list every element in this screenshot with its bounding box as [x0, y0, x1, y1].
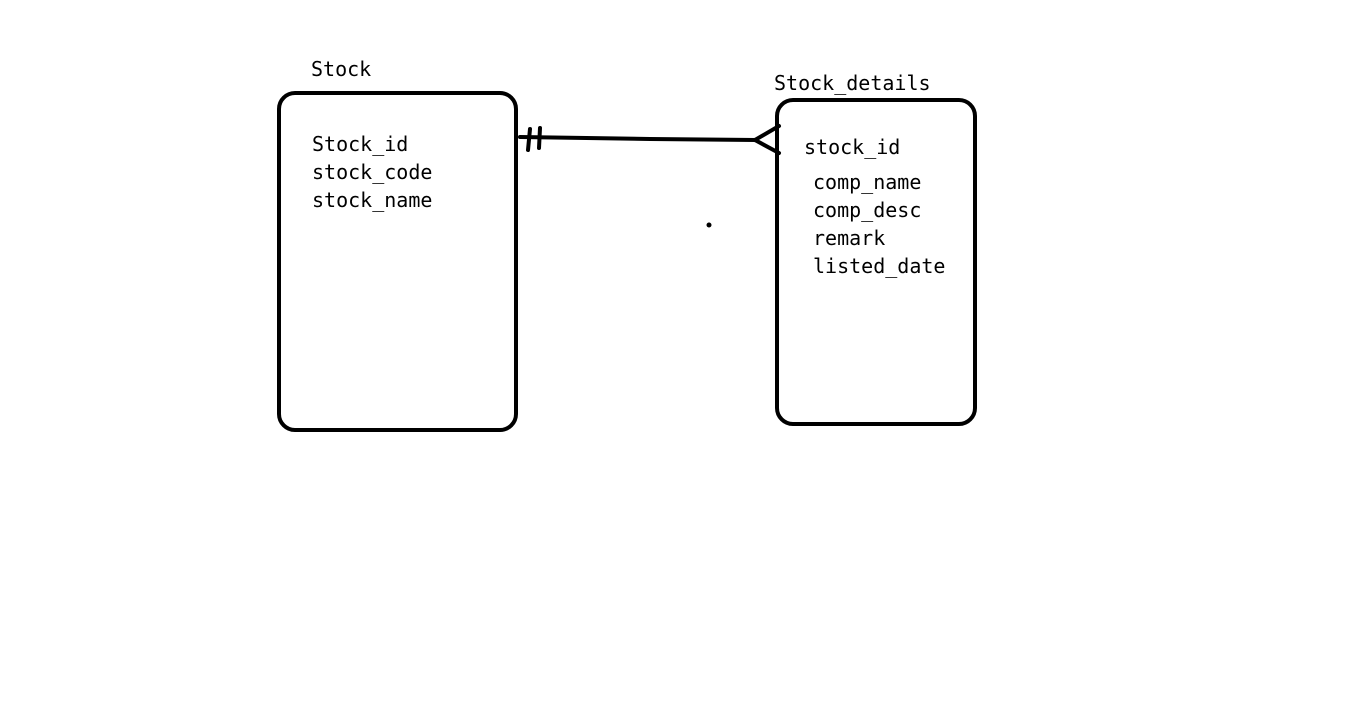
- crows-foot-lower: [753, 138, 781, 155]
- attribute-remark: remark: [813, 226, 886, 250]
- attribute-comp-desc: comp_desc: [813, 198, 922, 222]
- relationship-line: [518, 135, 758, 142]
- attribute-stock-name: stock_name: [312, 188, 433, 212]
- attribute-stock-id: Stock_id: [312, 132, 409, 156]
- stray-dot: [706, 222, 712, 228]
- entity-title-stock-details: Stock_details: [774, 71, 931, 95]
- attribute-comp-name: comp_name: [813, 170, 922, 194]
- one-mandatory-bar-1: [526, 127, 532, 152]
- attribute-details-stock-id: stock_id: [804, 135, 901, 159]
- entity-box-stock-details: [775, 98, 977, 426]
- attribute-listed-date: listed_date: [813, 254, 946, 278]
- crows-foot-upper: [753, 124, 781, 142]
- one-mandatory-bar-2: [537, 126, 542, 150]
- attribute-stock-code: stock_code: [312, 160, 433, 184]
- entity-title-stock: Stock: [311, 57, 372, 81]
- entity-box-stock: [277, 91, 518, 432]
